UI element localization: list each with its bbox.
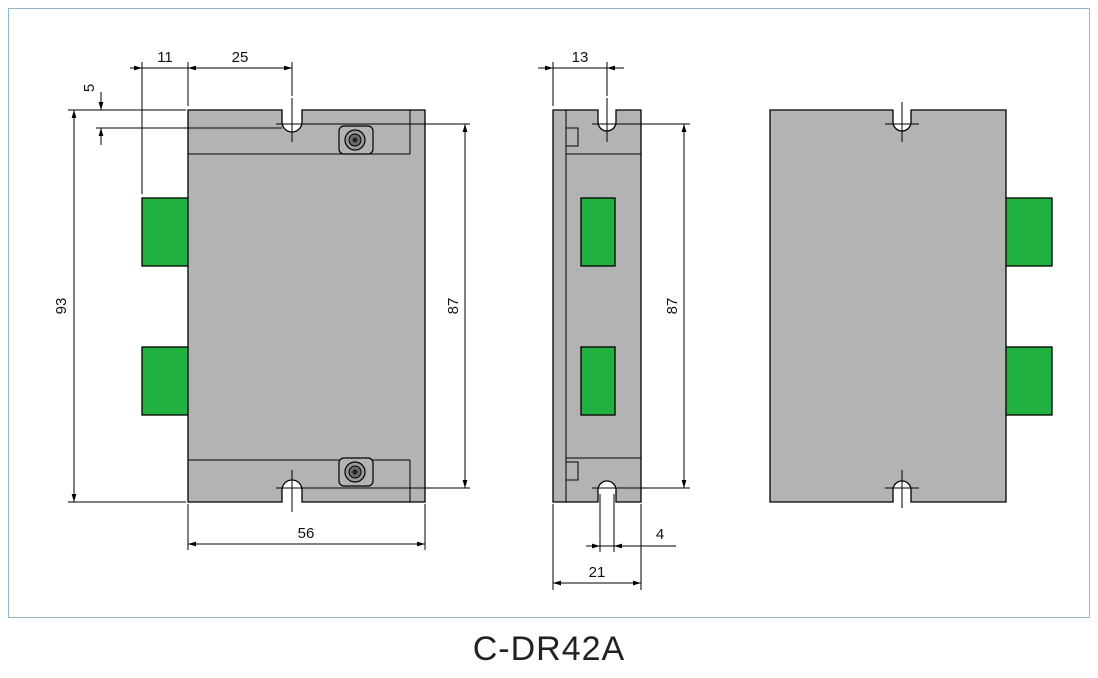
back-connector-top [1004, 197, 1053, 267]
dim-label-13: 13 [572, 49, 589, 66]
side-screw-head-top [565, 127, 579, 147]
back-body [769, 109, 1007, 503]
dim-label-25: 25 [232, 49, 249, 66]
dim-label-56: 56 [298, 525, 315, 542]
front-dimensions: 11 25 5 93 87 56 [53, 49, 470, 550]
drawing-frame [8, 8, 1090, 618]
dim-label-4: 4 [656, 526, 664, 543]
dim-label-21: 21 [589, 564, 606, 581]
side-connector-bottom [580, 346, 616, 416]
back-view [769, 102, 1053, 508]
dim-label-11: 11 [157, 49, 173, 66]
front-view [141, 98, 426, 512]
back-connector-bottom [1004, 346, 1053, 416]
side-view [552, 98, 642, 503]
front-screw-bottom [338, 457, 374, 487]
side-dimensions: 13 87 4 21 [538, 49, 690, 590]
dim-label-93: 93 [53, 298, 70, 315]
front-body [187, 109, 426, 503]
dim-label-87-side: 87 [664, 298, 681, 315]
side-screw-head-bottom [565, 461, 579, 481]
dim-label-5: 5 [81, 84, 98, 92]
model-caption: C-DR42A [472, 630, 626, 668]
dim-label-87-front: 87 [445, 298, 462, 315]
side-body [552, 109, 642, 503]
front-connector-bottom [141, 346, 190, 416]
side-connector-top [580, 197, 616, 267]
front-connector-top [141, 197, 190, 267]
front-screw-top [338, 125, 374, 155]
